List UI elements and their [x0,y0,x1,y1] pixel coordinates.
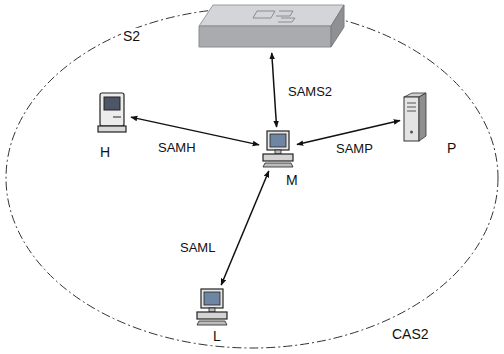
device-label: P [445,140,458,156]
server-icon [403,92,427,142]
security-association-link [131,117,259,145]
switch-icon [195,2,345,50]
computer-icon [262,130,294,168]
link-label: SAMS2 [286,84,334,99]
computer-icon [96,92,128,134]
security-association-link [221,171,269,285]
trust-region: CAS2 S2H M P L [4,6,500,350]
device-label: H [98,144,112,160]
device-label: L [211,328,223,344]
host-node: H [96,92,128,134]
link-label: SAMH [156,140,198,155]
server-node: P [403,92,427,142]
security-association-link [297,121,400,145]
link-label: SAMP [334,141,375,156]
region-label: CAS2 [390,326,431,342]
computer-icon [196,288,228,326]
link-label: SAML [178,240,217,255]
device-label: S2 [121,28,142,44]
region-outline [4,6,500,350]
host-node: M [262,130,294,168]
device-label: M [284,172,300,188]
host-node: L [196,288,228,326]
switch-node: S2 [195,2,345,50]
security-association-link [272,53,277,127]
